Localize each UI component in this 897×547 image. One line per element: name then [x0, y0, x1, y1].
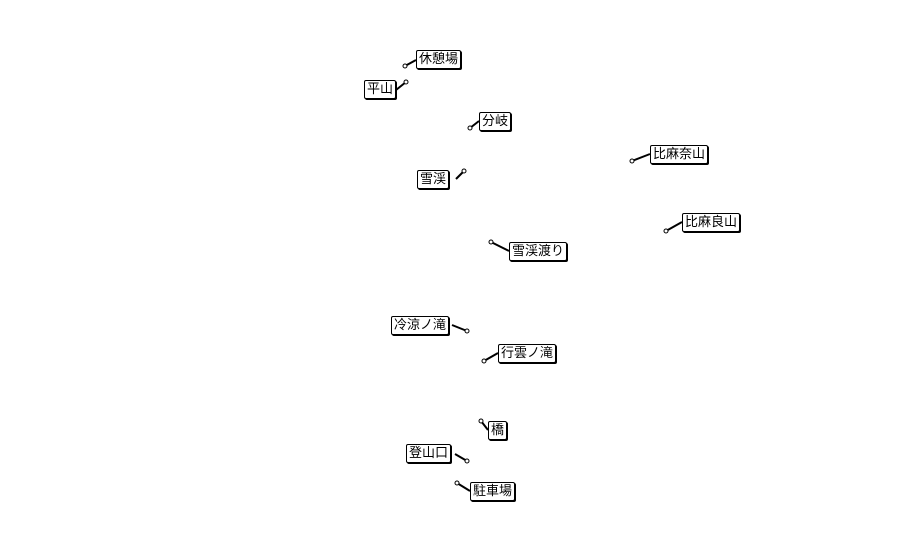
- marker-label-kouun-no-taki[interactable]: 行雲ノ滝: [498, 344, 557, 363]
- location-point-hirayama[interactable]: [403, 79, 409, 85]
- leader-line-hima-nasan: [631, 153, 651, 162]
- marker-label-sekkei[interactable]: 雪渓: [417, 170, 450, 189]
- location-point-tozanguchi[interactable]: [464, 458, 470, 464]
- location-point-reiryo-no-taki[interactable]: [464, 328, 470, 334]
- location-point-kouun-no-taki[interactable]: [481, 358, 487, 364]
- marker-label-reiryo-no-taki[interactable]: 冷涼ノ滝: [391, 316, 450, 335]
- leader-line-sekkei-watari: [490, 241, 510, 252]
- marker-label-sekkei-watari[interactable]: 雪渓渡り: [509, 242, 568, 261]
- location-point-hima-rasan[interactable]: [663, 228, 669, 234]
- location-point-hashi[interactable]: [478, 418, 484, 424]
- marker-label-kyukeijo[interactable]: 休憩場: [416, 50, 462, 69]
- location-point-chushajo[interactable]: [454, 480, 460, 486]
- marker-label-hashi[interactable]: 橋: [488, 421, 508, 440]
- location-point-kyukeijo[interactable]: [402, 63, 408, 69]
- leader-line-hima-rasan: [665, 221, 683, 232]
- marker-label-bunki[interactable]: 分岐: [479, 112, 512, 131]
- marker-label-chushajo[interactable]: 駐車場: [470, 482, 516, 501]
- location-point-hima-nasan[interactable]: [629, 158, 635, 164]
- leader-line-reiryo-no-taki: [451, 324, 468, 332]
- location-point-bunki[interactable]: [467, 125, 473, 131]
- marker-label-tozanguchi[interactable]: 登山口: [406, 444, 452, 463]
- leader-line-chushajo: [456, 482, 471, 492]
- leader-line-kouun-no-taki: [483, 352, 499, 362]
- location-point-sekkei-watari[interactable]: [488, 239, 494, 245]
- marker-label-hima-nasan[interactable]: 比麻奈山: [650, 145, 709, 164]
- location-point-sekkei[interactable]: [461, 168, 467, 174]
- marker-label-hima-rasan[interactable]: 比麻良山: [682, 213, 741, 232]
- marker-label-hirayama[interactable]: 平山: [364, 80, 397, 99]
